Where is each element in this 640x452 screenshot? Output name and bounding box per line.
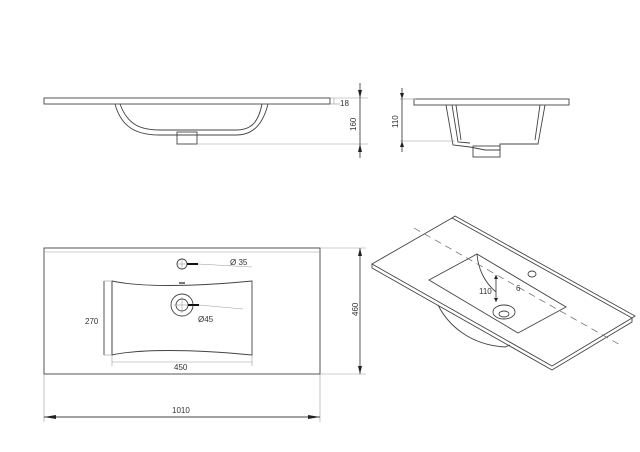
dim-overall-depth-label: 460: [351, 302, 360, 316]
front-elevation-view: 18 160: [43, 83, 368, 158]
dim-tap-hole-label: Ø 35: [230, 258, 248, 267]
dim-bowl-depth-label: 270: [85, 317, 99, 326]
isometric-view: 110 6: [371, 215, 636, 371]
dim-drain-label: Ø45: [198, 315, 214, 324]
dim-iso-radius-label: 6: [516, 284, 521, 293]
dim-thickness-label: 18: [340, 99, 349, 108]
dim-overall-width-label: 1010: [172, 406, 190, 415]
plan-view: Ø 35 Ø45 270 450 460 1010: [43, 247, 366, 422]
dim-iso-depth-label: 110: [479, 287, 492, 296]
dim-bowl-width-label: 450: [174, 363, 188, 372]
dim-side-depth-label: 110: [391, 115, 400, 128]
dim-height-label: 160: [349, 117, 358, 131]
side-elevation-view: 110: [391, 88, 570, 158]
